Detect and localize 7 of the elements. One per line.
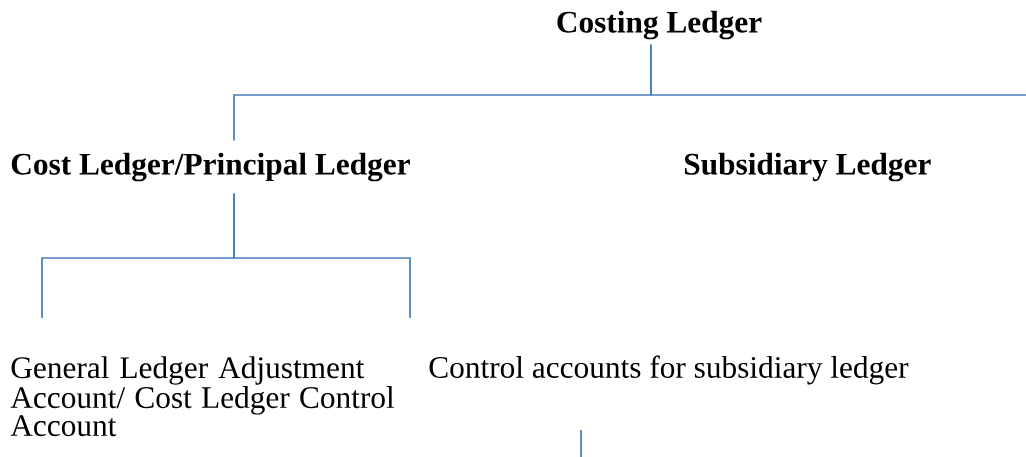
connector-line — [650, 43, 1026, 96]
heading-text: Cost Ledger/Principal Ledger — [11, 152, 410, 182]
heading-text: Subsidiary Ledger — [684, 152, 931, 182]
item-text: Control accounts for subsidiary ledger — [429, 355, 909, 385]
item-text: General Ledger Adjustment Account/ Cost Ledger Control Account — [10, 356, 395, 437]
connector-line — [233, 192, 411, 319]
heading-text: Costing Ledger — [557, 10, 762, 40]
